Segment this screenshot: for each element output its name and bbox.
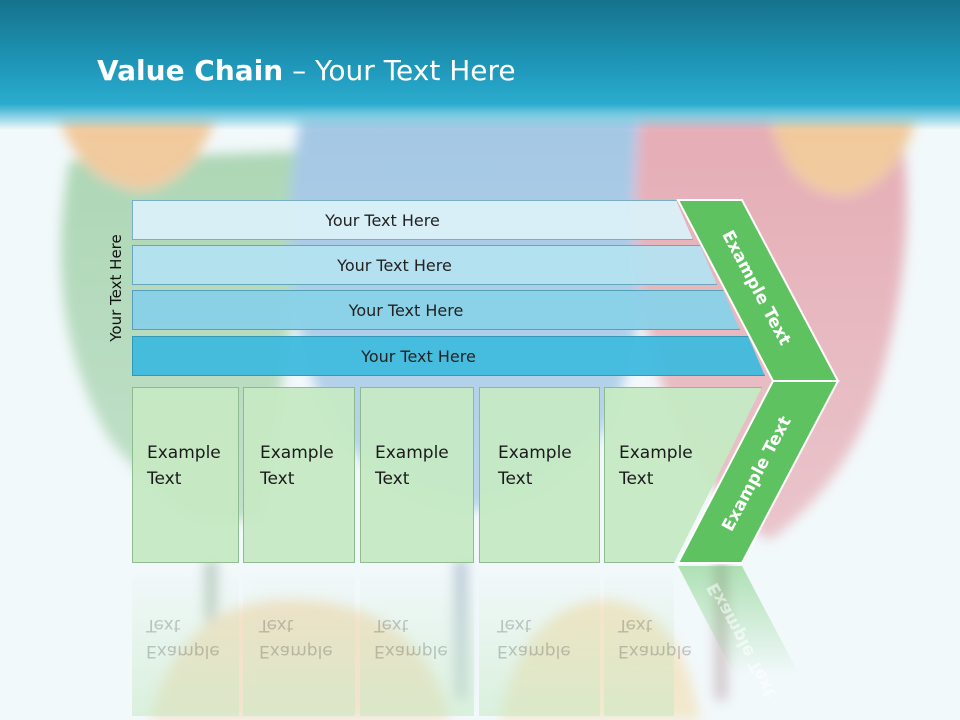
reflection-5: Example Text bbox=[604, 566, 692, 716]
reflection-1: Example Text bbox=[132, 566, 239, 716]
primary-activity-1[interactable]: Example Text bbox=[132, 387, 239, 563]
vertical-side-label[interactable]: Your Text Here bbox=[107, 234, 125, 342]
activity-line-2: Text bbox=[260, 469, 295, 489]
reflection-line-1: Example bbox=[618, 641, 692, 661]
reflection-line-2: Text bbox=[146, 615, 181, 635]
reflection-3: Example Text bbox=[360, 566, 474, 716]
primary-activity-3[interactable]: Example Text bbox=[360, 387, 474, 563]
reflection-line-2: Text bbox=[618, 615, 653, 635]
reflection-4: Example Text bbox=[479, 566, 600, 716]
activity-line-2: Text bbox=[147, 469, 182, 489]
activity-line-1: Example bbox=[619, 443, 693, 463]
reflection-line-2: Text bbox=[497, 615, 532, 635]
support-row-4[interactable]: Your Text Here bbox=[132, 336, 765, 376]
activity-line-1: Example bbox=[147, 443, 221, 463]
activity-line-2: Text bbox=[375, 469, 410, 489]
reflection-line-1: Example bbox=[374, 641, 448, 661]
support-row-2[interactable]: Your Text Here bbox=[132, 245, 717, 285]
activity-line-1: Example bbox=[375, 443, 449, 463]
activity-line-1: Example bbox=[498, 443, 572, 463]
reflection-line-1: Example bbox=[497, 641, 571, 661]
title-bold: Value Chain bbox=[97, 54, 284, 87]
primary-activity-4[interactable]: Example Text bbox=[479, 387, 600, 563]
header-band bbox=[0, 0, 960, 130]
activity-line-2: Text bbox=[619, 469, 654, 489]
reflection-line-2: Text bbox=[374, 615, 409, 635]
reflection-line-1: Example bbox=[146, 641, 220, 661]
primary-activity-2[interactable]: Example Text bbox=[243, 387, 355, 563]
support-row-1[interactable]: Your Text Here bbox=[132, 200, 693, 240]
reflection-2: Example Text bbox=[243, 566, 355, 716]
reflection-line-2: Text bbox=[259, 615, 294, 635]
title-rest: – Your Text Here bbox=[283, 54, 516, 87]
reflection-line-1: Example bbox=[259, 641, 333, 661]
activity-line-2: Text bbox=[498, 469, 533, 489]
support-row-3[interactable]: Your Text Here bbox=[132, 290, 740, 330]
slide-title: Value Chain – Your Text Here bbox=[97, 54, 516, 87]
activity-line-1: Example bbox=[260, 443, 334, 463]
